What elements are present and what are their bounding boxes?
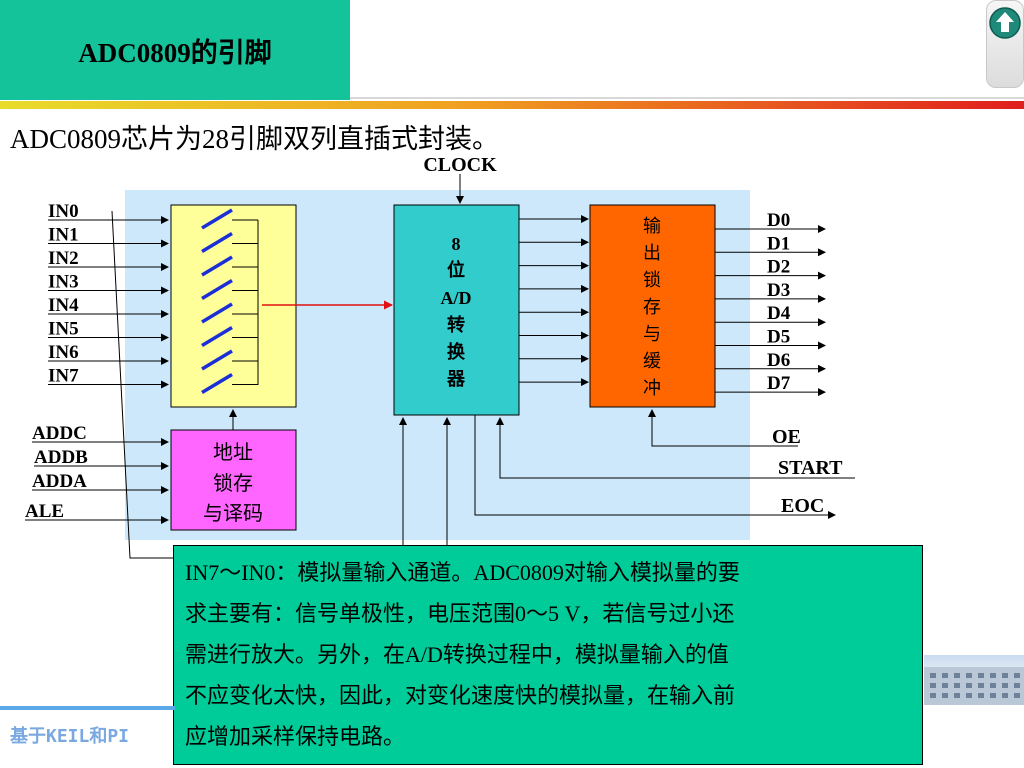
note-text: IN7～IN0：模拟量输入通道。ADC0809对输入模拟量的要 求主要有：信号单… xyxy=(185,552,915,757)
adc-block-line-1: 8 xyxy=(452,234,461,254)
footer-line xyxy=(0,706,175,710)
pin-in4: IN4 xyxy=(48,295,79,316)
pin-in0: IN0 xyxy=(48,201,79,222)
address-block-line-1: 地址 xyxy=(213,440,253,464)
up-arrow-home-icon xyxy=(989,7,1021,39)
address-latch-block xyxy=(170,429,297,531)
intro-text: ADC0809芯片为28引脚双列直插式封装。 xyxy=(10,124,500,154)
pin-d7: D7 xyxy=(767,373,791,394)
pin-d5: D5 xyxy=(767,327,790,348)
adc-block-line-2: 位 xyxy=(447,259,465,280)
adc-block-line-5: 换 xyxy=(447,341,466,362)
adc-block xyxy=(393,204,520,416)
address-pins: ADDC ADDB ADDA ALE xyxy=(25,423,169,524)
switch-contact xyxy=(201,302,233,324)
pin-in3: IN3 xyxy=(48,272,79,293)
adc-to-buffer-bus xyxy=(519,215,589,387)
footer-text: 基于KEIL和PI xyxy=(10,726,130,747)
buffer-block-line-6: 缓 xyxy=(643,351,661,372)
mux-block xyxy=(170,204,297,408)
switch-contact xyxy=(201,372,233,395)
pin-adda: ADDA xyxy=(32,471,87,492)
pin-in7: IN7 xyxy=(48,366,79,387)
note-line-5: 应增加采样保持电路。 xyxy=(185,724,406,749)
pin-start: START xyxy=(778,457,843,479)
pin-d3: D3 xyxy=(767,280,790,301)
buffer-block-line-2: 出 xyxy=(643,243,661,264)
switch-contact xyxy=(201,208,233,230)
building-icon xyxy=(924,667,1024,705)
buffer-block-line-3: 锁 xyxy=(643,270,661,291)
buffer-block-line-1: 输 xyxy=(643,216,661,237)
building-photo xyxy=(924,655,1024,705)
pin-in1: IN1 xyxy=(48,225,79,246)
address-block-line-2: 锁存 xyxy=(213,471,253,495)
pin-d2: D2 xyxy=(767,257,790,278)
switch-contact xyxy=(201,325,233,348)
pin-in6: IN6 xyxy=(48,342,79,363)
address-block-line-3: 与译码 xyxy=(203,501,263,525)
pin-oe: OE xyxy=(772,426,801,448)
pin-addc: ADDC xyxy=(32,423,87,444)
buffer-block-line-5: 与 xyxy=(643,324,661,345)
pin-in5: IN5 xyxy=(48,319,79,340)
mux-contacts xyxy=(201,208,259,395)
adc-block-line-4: 转 xyxy=(447,314,465,335)
header-gradient-bar xyxy=(0,101,1024,109)
pin-d1: D1 xyxy=(767,233,790,254)
clock-label: CLOCK xyxy=(423,154,497,176)
switch-contact xyxy=(201,278,233,301)
pin-ale: ALE xyxy=(25,501,64,522)
buffer-block-line-4: 存 xyxy=(643,297,661,318)
title-banner xyxy=(0,0,350,100)
pin-eoc: EOC xyxy=(781,495,824,517)
pin-in2: IN2 xyxy=(48,248,79,269)
note-line-2: 求主要有：信号单极性，电压范围0～5 V，若信号过小还 xyxy=(185,601,735,626)
pin-addb: ADDB xyxy=(34,447,88,468)
switch-contact xyxy=(201,349,233,371)
note-box xyxy=(173,545,923,765)
switch-contact xyxy=(201,231,233,254)
note-line-4: 不应变化太快，因此，对变化速度快的模拟量，在输入前 xyxy=(185,683,736,708)
switch-contact xyxy=(201,255,233,277)
adc-block-line-6: 器 xyxy=(446,369,466,389)
note-line-1: IN7～IN0：模拟量输入通道。ADC0809对输入模拟量的要 xyxy=(185,560,740,585)
pin-d6: D6 xyxy=(767,350,790,371)
adc-block-line-3: A/D xyxy=(441,288,472,308)
slide-title: ADC0809的引脚 xyxy=(78,37,272,68)
pin-d0: D0 xyxy=(767,210,790,231)
header-divider xyxy=(350,97,1024,99)
pin-d4: D4 xyxy=(767,303,791,324)
buffer-block-line-7: 冲 xyxy=(643,378,661,399)
note-line-3: 需进行放大。另外，在A/D转换过程中，模拟量输入的值 xyxy=(185,642,729,667)
output-buffer-block xyxy=(589,204,716,408)
